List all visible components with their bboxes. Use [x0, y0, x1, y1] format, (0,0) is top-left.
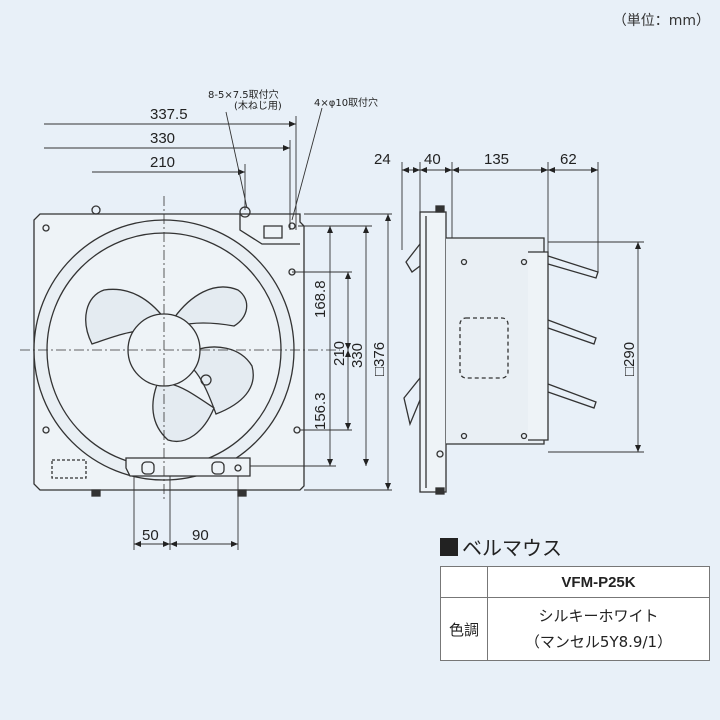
dim-width-337: 337.5 — [150, 106, 188, 123]
front-foot-left — [91, 489, 101, 497]
mount-hole-right-1 — [288, 222, 296, 230]
dim-height-156: 156.3 — [312, 392, 329, 430]
section-title: ベルマウス — [462, 536, 562, 560]
dim-bottom-90: 90 — [192, 527, 209, 544]
mount-hole-bottom-right — [234, 464, 242, 472]
front-top-notch — [263, 225, 283, 239]
side-blade-top — [405, 243, 421, 273]
hole-note-1-line1: 8-5×7.5取付穴 — [208, 88, 279, 101]
side-blade-bottom — [403, 377, 421, 427]
dim-height-376: □376 — [371, 342, 388, 376]
dim-side-40: 40 — [424, 151, 441, 168]
spec-table: VFM-P25K 色調 シルキーホワイト （マンセル5Y8.9/1） — [440, 566, 710, 661]
dim-height-168: 168.8 — [312, 280, 329, 318]
nameplate — [51, 459, 87, 479]
front-view — [33, 205, 305, 497]
spec-color-row: 色調 シルキーホワイト （マンセル5Y8.9/1） — [440, 597, 710, 661]
side-panel — [419, 211, 447, 493]
dim-side-62: 62 — [560, 151, 577, 168]
front-bottom-slot-2 — [211, 461, 225, 475]
side-dimension-lines — [401, 162, 644, 453]
dim-side-290: □290 — [621, 342, 638, 376]
mount-hole-bottom-left — [42, 426, 50, 434]
dim-bottom-50: 50 — [142, 527, 159, 544]
fan-blade-1 — [85, 288, 165, 345]
dim-width-210: 210 — [150, 154, 175, 171]
dim-height-210: 210 — [331, 341, 348, 366]
side-bracket — [528, 251, 549, 441]
spec-model: VFM-P25K — [487, 566, 710, 598]
fan-blade-4 — [173, 286, 248, 327]
dim-width-330: 330 — [150, 130, 175, 147]
dim-height-330: 330 — [349, 343, 366, 368]
section-heading: ベルマウス — [440, 532, 562, 561]
spec-row-label: 色調 — [440, 597, 488, 661]
fan-blade-3 — [152, 381, 215, 442]
hole-note-1-line2: (木ねじ用) — [234, 100, 282, 112]
motor-outline — [459, 317, 509, 379]
spec-color-line1: シルキーホワイト — [538, 607, 659, 625]
front-bottom-slot-1 — [141, 461, 155, 475]
side-top-clip — [435, 205, 445, 213]
fan-blade-2 — [189, 346, 254, 415]
spec-color-cell: シルキーホワイト （マンセル5Y8.9/1） — [487, 597, 710, 661]
mount-hole-top-left — [42, 224, 50, 232]
front-foot-right — [237, 489, 247, 497]
dim-side-24: 24 — [374, 151, 391, 168]
unit-note: （単位：mm） — [612, 13, 710, 29]
spec-header-row: VFM-P25K — [440, 566, 710, 598]
dim-side-135: 135 — [484, 151, 509, 168]
hole-note-2: 4×φ10取付穴 — [314, 96, 378, 109]
spec-corner-cell — [440, 566, 488, 598]
louver-2 — [547, 319, 597, 345]
spec-color-line2: （マンセル5Y8.9/1） — [524, 633, 673, 651]
front-top-bracket — [239, 214, 300, 245]
mount-hole-top-mid — [91, 205, 101, 215]
center-lines — [20, 196, 340, 500]
louver-1 — [547, 255, 599, 279]
square-bullet-icon — [440, 537, 458, 556]
fan-hub-screw — [200, 374, 212, 386]
louver-3 — [547, 383, 597, 409]
side-view — [403, 205, 599, 495]
front-dimension-lines — [44, 107, 392, 550]
side-foot — [435, 487, 445, 495]
